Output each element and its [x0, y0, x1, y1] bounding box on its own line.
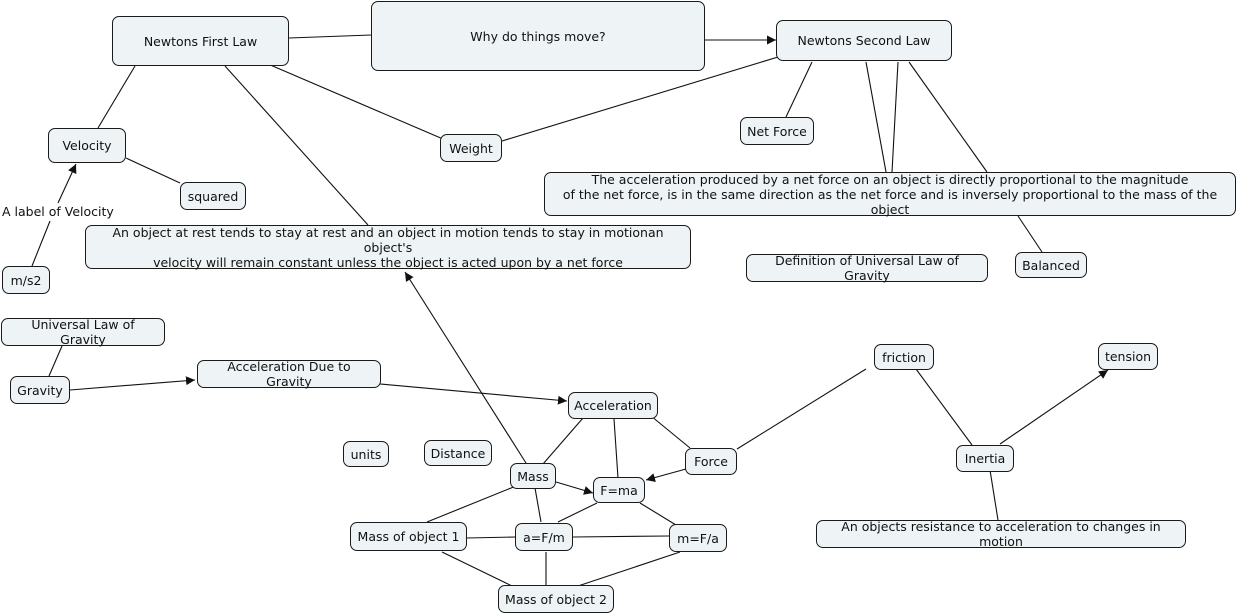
node-f-equals-ma[interactable]: F=ma [593, 477, 645, 503]
edge-afm-mfa [572, 535, 670, 538]
node-a-equals-f-over-m[interactable]: a=F/m [515, 523, 573, 551]
node-gravity[interactable]: Gravity [10, 376, 70, 404]
node-velocity[interactable]: Velocity [48, 128, 126, 163]
edge-label-velocity [57, 163, 77, 204]
node-newtons-first-law[interactable]: Newtons First Law [112, 16, 289, 66]
edge-fma-afm [557, 502, 598, 523]
node-friction[interactable]: friction [874, 344, 934, 370]
node-force[interactable]: Force [685, 448, 737, 475]
node-universal-law-of-gravity[interactable]: Universal Law of Gravity [1, 317, 165, 347]
node-why-do-things-move[interactable]: Why do things move? [371, 1, 705, 71]
node-mass[interactable]: Mass [510, 463, 556, 489]
node-units[interactable]: units [343, 441, 389, 467]
node-m-s2[interactable]: m/s2 [2, 266, 50, 294]
edge-label-velocity: A label of Velocity [2, 204, 114, 219]
node-distance[interactable]: Distance [424, 440, 492, 466]
edge-inertia-def [989, 469, 999, 521]
edge-secondlaw-def-b [891, 61, 899, 173]
edge-acceleration-fma [613, 418, 619, 479]
edge-force-friction [736, 368, 867, 450]
node-inertia[interactable]: Inertia [956, 445, 1014, 472]
edge-gravity-accelgravity [69, 376, 196, 391]
node-net-force[interactable]: Net Force [740, 117, 814, 145]
edge-def-balanced [1017, 215, 1043, 253]
edge-friction-inertia [915, 368, 973, 446]
edge-mass1-afm [466, 536, 516, 539]
edge-mass-afm [534, 487, 542, 523]
edge-ulg-gravity [48, 345, 63, 377]
edge-mass1-mass2 [441, 551, 513, 587]
edge-acceleration-mass [542, 417, 584, 465]
edge-firstlaw-velocity [97, 65, 136, 129]
edge-mfa-mass2 [577, 551, 681, 587]
edge-force-fma [645, 468, 687, 482]
node-tension[interactable]: tension [1098, 343, 1158, 370]
node-weight[interactable]: Weight [440, 134, 502, 162]
edge-firstlaw-why [288, 34, 372, 39]
node-first-law-definition[interactable]: An object at rest tends to stay at rest … [85, 225, 691, 270]
edge-accelgravity-acceleration [379, 383, 568, 405]
node-mass-of-object-2[interactable]: Mass of object 2 [498, 585, 614, 613]
edge-firstlaw-def [224, 65, 369, 226]
edge-mass-firstlawdef [404, 271, 527, 464]
edge-inertia-tension [999, 369, 1109, 445]
node-newtons-second-law[interactable]: Newtons Second Law [776, 20, 952, 61]
edge-mass-mass1 [426, 485, 517, 523]
edge-mass-fma [555, 481, 594, 495]
node-acceleration[interactable]: Acceleration [568, 392, 658, 419]
node-inertia-definition[interactable]: An objects resistance to acceleration to… [816, 519, 1186, 549]
edge-firstlaw-weight [267, 63, 444, 140]
node-mass-of-object-1[interactable]: Mass of object 1 [350, 522, 467, 551]
node-balanced[interactable]: Balanced [1015, 252, 1087, 278]
node-definition-universal-law-of-gravity[interactable]: Definition of Universal Law of Gravity [746, 253, 988, 283]
edge-secondlaw-weight [501, 56, 779, 142]
edge-secondlaw-balanced [908, 61, 988, 173]
node-acceleration-due-to-gravity[interactable]: Acceleration Due to Gravity [197, 359, 381, 389]
edge-fma-mfa [639, 502, 677, 526]
node-squared[interactable]: squared [180, 182, 246, 210]
edge-velocity-squared [125, 157, 181, 184]
edge-secondlaw-netforce [785, 61, 813, 118]
node-m-equals-f-over-a[interactable]: m=F/a [669, 524, 727, 552]
edge-ms2-label [31, 220, 51, 267]
node-second-law-definition[interactable]: The acceleration produced by a net force… [544, 172, 1236, 217]
edge-acceleration-force [650, 415, 691, 449]
edge-secondlaw-def-a [865, 61, 887, 173]
